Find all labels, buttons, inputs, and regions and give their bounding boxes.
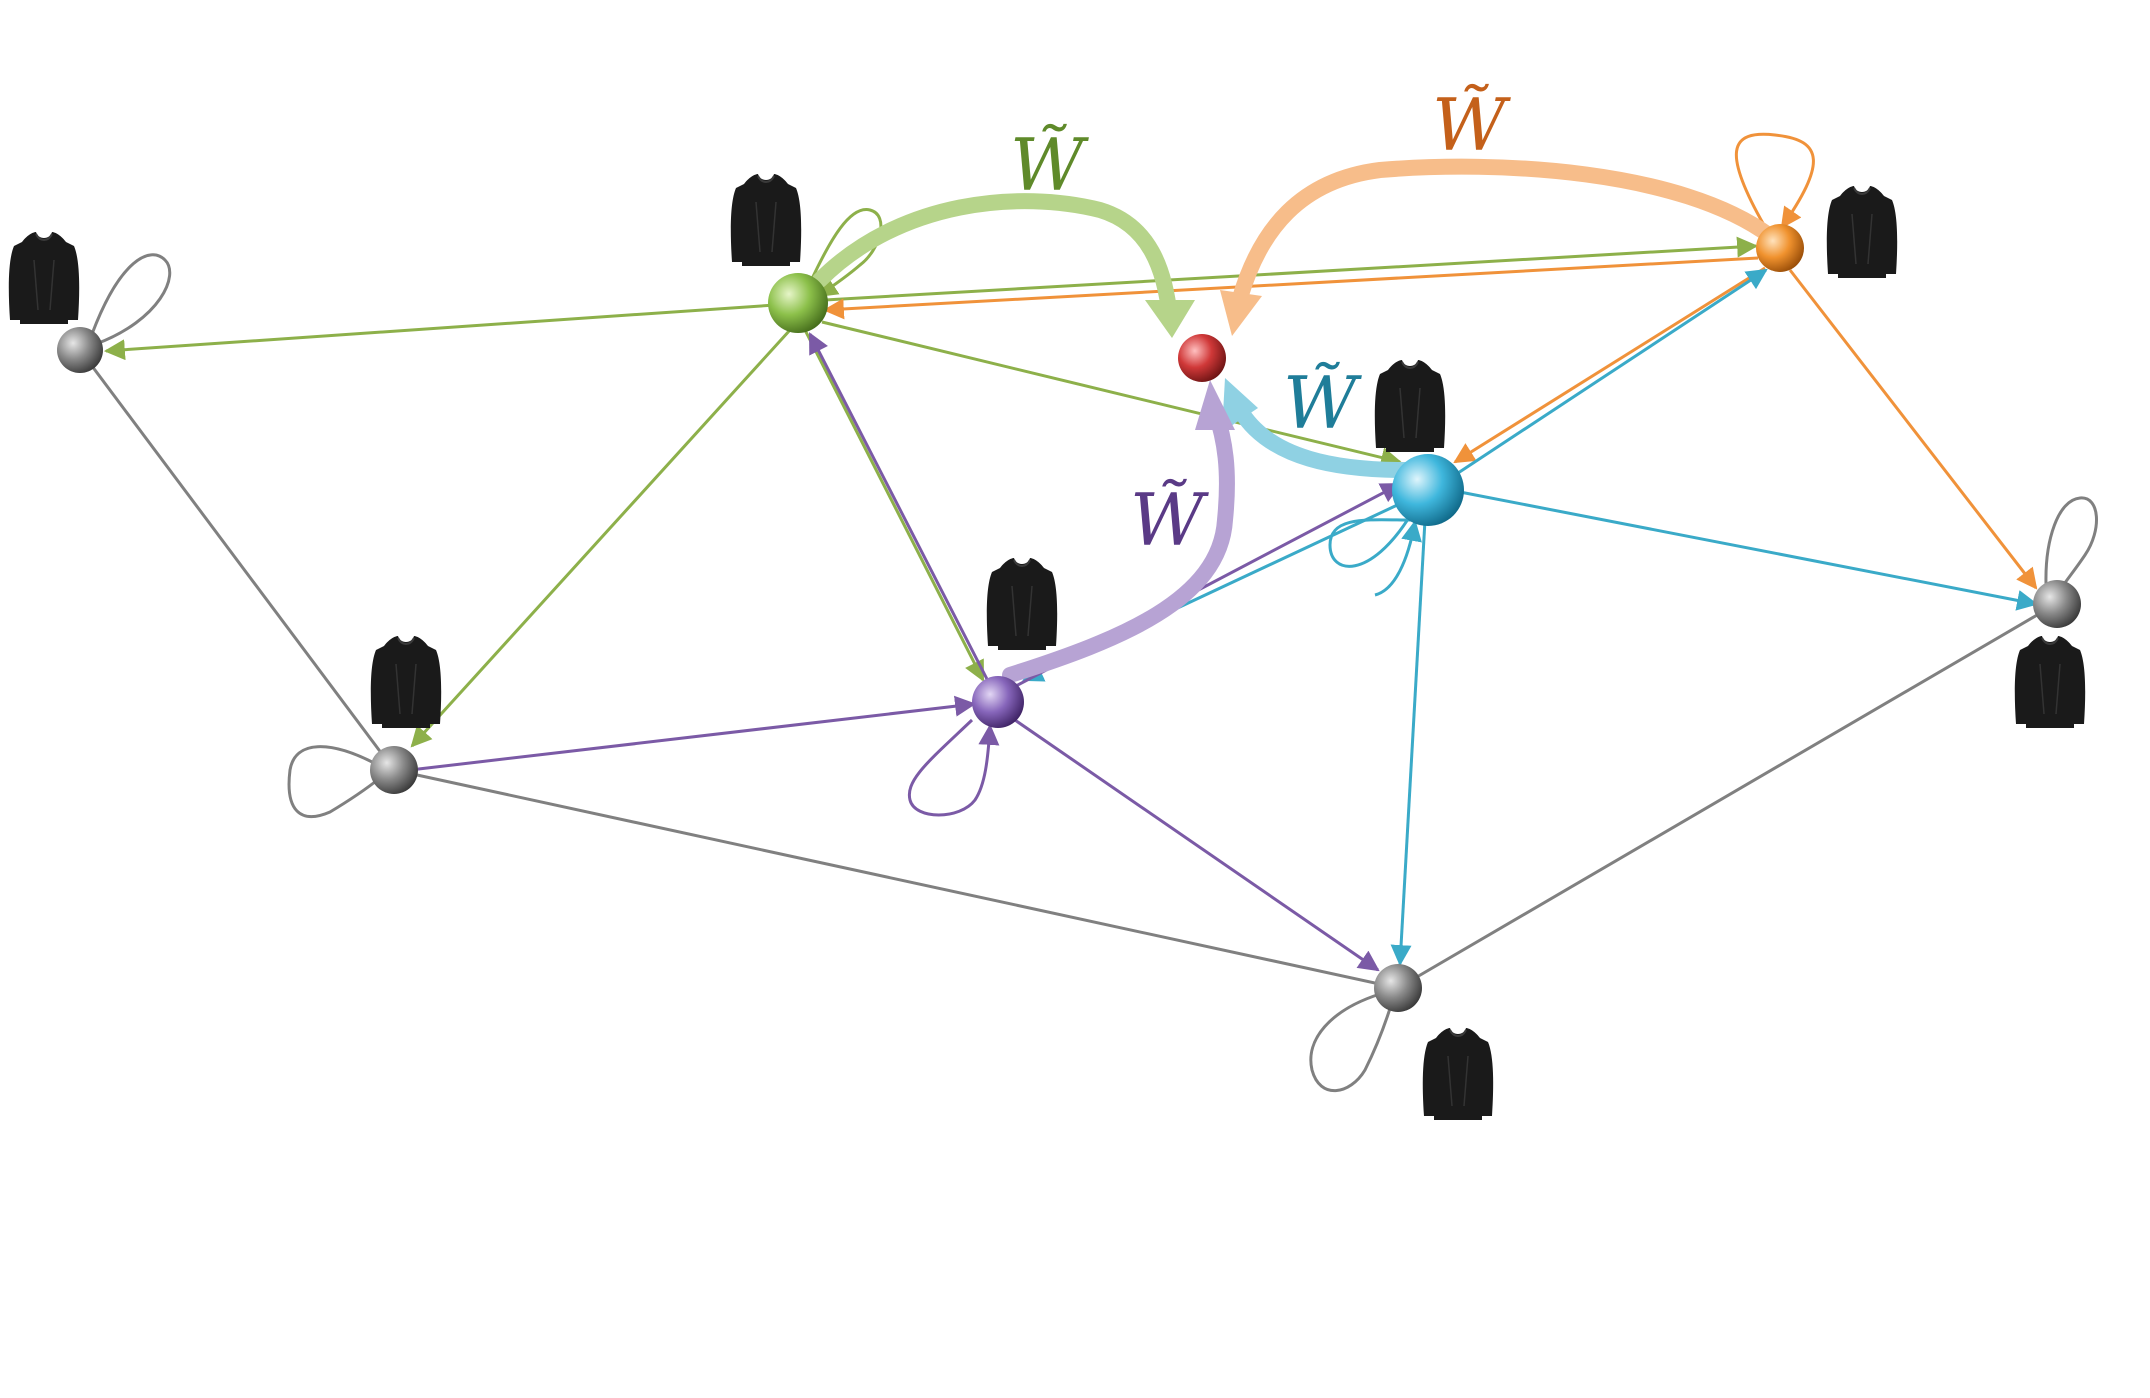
edge-topleft-left [78,349,396,771]
node-green [768,273,828,333]
w-arrowhead-orange [1220,290,1262,336]
shirt-icon-topleft [7,231,81,325]
loop-teal [1328,515,1413,568]
gray-edges [78,349,2057,990]
shirt-icon-left [369,635,443,729]
edge-orange-right [1788,269,2038,590]
node-purple [972,676,1024,728]
w-arrowhead-teal [1222,378,1258,432]
loop-bottom [1309,992,1394,1093]
w-arrow-green [812,193,1178,326]
loop-purple [907,718,1000,817]
node-red [1178,334,1226,382]
loop-green [808,208,883,298]
w-arrowhead-green [1145,300,1195,338]
edge-bottom-right [1397,602,2057,990]
node-orange [1756,224,1804,272]
w-tilde-labels: W̃ W̃ W̃ W̃ [1010,83,1511,562]
w-arrow-teal [1232,402,1413,478]
node-teal [1392,454,1464,526]
shirt-icon-green [729,173,803,267]
edge-orange-green [822,256,1759,320]
edge-orange-green-g [824,236,1759,302]
loop-topleft [90,253,172,346]
node-topleft [57,327,103,373]
edge-orange-teal [1453,266,1766,464]
shirt-images [7,173,2087,1121]
edge-teal-bottom [1390,519,1427,967]
node-right [2033,580,2081,628]
shirt-icon-orange [1825,185,1899,279]
shirt-icon-right [2013,635,2087,729]
loop-left [287,745,381,818]
w-tilde-arrows [812,158,1778,683]
w-label-teal: W̃ [1283,361,1362,445]
node-left [370,746,418,794]
edge-teal-orange [1454,268,1768,477]
loop-right [2044,496,2098,591]
w-label-orange: W̃ [1432,83,1511,167]
loop-orange [1734,132,1815,233]
edge-green-teal [821,320,1403,468]
edge-green-purple [803,329,985,682]
orange-edges [822,132,2038,590]
edge-purple-bottom [1011,716,1380,972]
w-arrowhead-purple [1195,380,1235,430]
edge-left-bottom [393,768,1399,990]
nodes [57,224,2081,1012]
shirt-icon-purple [985,557,1059,651]
shirt-icon-bottom [1421,1027,1495,1121]
w-arrow-orange [1232,158,1778,306]
green-edges [103,236,1759,748]
teal-edges [1022,268,2039,967]
edge-teal-right [1459,490,2039,611]
w-label-green: W̃ [1010,123,1089,207]
edge-green-topleft [103,303,776,361]
edge-purple-green [808,332,992,686]
edge-left-purple [409,695,977,772]
edge-green-left [410,328,792,748]
shirt-icon-teal [1373,359,1447,453]
node-bottom [1374,964,1422,1012]
w-label-purple: W̃ [1130,478,1209,562]
gray-loops [90,208,2098,1093]
w-arrow-purple [1002,402,1235,683]
